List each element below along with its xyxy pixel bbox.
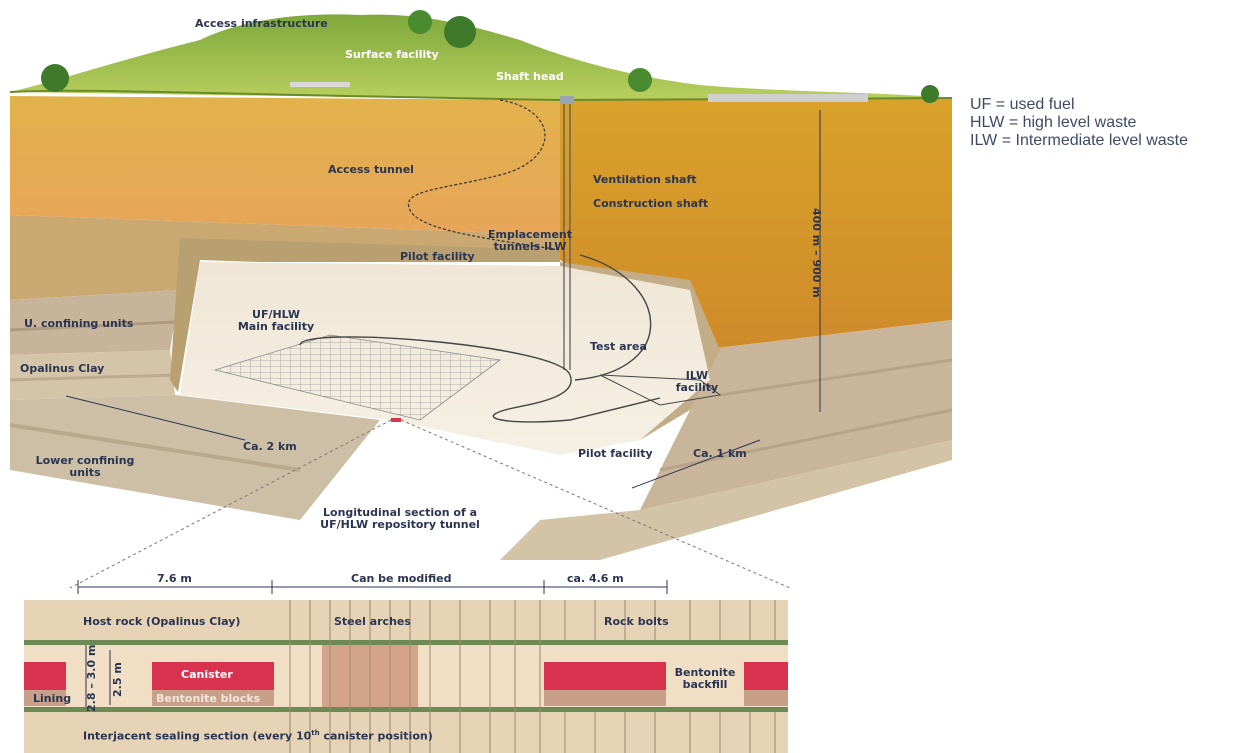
stratum-line [9, 423, 301, 472]
label-dim-2-8-3-0: 2.8 – 3.0 m [85, 644, 98, 712]
pit-left-wall [170, 238, 560, 392]
tunnel-section [24, 600, 788, 753]
left-face-opalinus-layer [10, 350, 175, 400]
label-emplacement-tunnels-ilw: Emplacement tunnels ILW [487, 228, 573, 253]
tree-cluster [444, 16, 476, 48]
label-rock-bolts: Rock bolts [604, 615, 669, 628]
label-dim-can-be-modified: Can be modified [351, 572, 452, 585]
label-uf-hlw-main-facility: UF/HLW Main facility [237, 308, 315, 333]
label-section-title: Longitudinal section of a UF/HLW reposit… [320, 506, 480, 531]
label-ilw-facility: ILW facility [675, 369, 719, 394]
label-construction-shaft: Construction shaft [593, 197, 709, 210]
right-face-lower-layer [500, 440, 952, 560]
tree-cluster [628, 68, 652, 92]
callout-line [69, 419, 392, 589]
label-bentonite-backfill: Bentonite backfill [674, 666, 736, 691]
right-face-rock-layer [640, 320, 952, 510]
left-face-lower-layer [10, 395, 380, 520]
shaft-head [560, 96, 574, 104]
label-lower-confining-units: Lower confining units [35, 454, 135, 479]
surface-edge [9, 89, 953, 102]
tree-cluster [921, 85, 939, 103]
label-host-rock: Host rock (Opalinus Clay) [83, 615, 241, 628]
tree-cluster [408, 10, 432, 34]
label-access-infrastructure: Access infrastructure [195, 17, 328, 30]
label-lining: Lining [33, 692, 72, 705]
label-bentonite-blocks: Bentonite blocks [156, 692, 261, 705]
surface-infrastructure [708, 94, 868, 102]
left-face-tan-layer [10, 215, 560, 300]
label-surface-facility: Surface facility [345, 48, 439, 61]
label-dim-2-5: 2.5 m [111, 662, 124, 697]
label-shaft-head: Shaft head [496, 70, 564, 83]
surface-infrastructure [290, 82, 350, 87]
left-face-confining-layer [10, 290, 180, 355]
tree-cluster [41, 64, 69, 92]
label-dim-4-6: ca. 4.6 m [567, 572, 624, 585]
label-ca-1km: Ca. 1 km [693, 447, 747, 460]
emplacement-tunnel-loop [574, 254, 652, 381]
label-depth: 400 m – 900 m [810, 208, 823, 298]
label-steel-arches: Steel arches [334, 615, 411, 628]
label-ca-2km: Ca. 2 km [243, 440, 297, 453]
stratum-line [659, 408, 953, 472]
dimension-line-1km [631, 439, 761, 489]
callout-line [400, 419, 791, 589]
repository-block-diagram [9, 10, 953, 753]
stratum-line [9, 320, 176, 332]
label-pilot-facility-top: Pilot facility [400, 250, 475, 263]
legend-uf: UF = used fuel [970, 96, 1075, 113]
stratum-line [719, 358, 953, 397]
label-interjacent-sealing: Interjacent sealing section (every 10th … [83, 729, 433, 743]
uf-hlw-main-facility-grid [213, 334, 502, 421]
repository-tunnel-loop [299, 336, 661, 423]
label-canister: Canister [181, 668, 233, 681]
legend-hlw: HLW = high level waste [970, 114, 1137, 131]
label-dim-7-6: 7.6 m [157, 572, 192, 585]
section-marker [391, 418, 401, 422]
dimension-line-2km [65, 395, 246, 441]
label-ventilation-shaft: Ventilation shaft [593, 173, 697, 186]
ilw-facility-tunnels [599, 374, 722, 406]
stratum-line [9, 373, 176, 382]
legend: UF = used fuel HLW = high level waste IL… [970, 96, 1188, 150]
label-pilot-facility-bottom: Pilot facility [578, 447, 653, 460]
label-test-area: Test area [590, 340, 647, 353]
label-access-tunnel: Access tunnel [328, 163, 414, 176]
legend-ilw: ILW = Intermediate level waste [970, 132, 1189, 149]
label-u-confining-units: U. confining units [24, 317, 134, 330]
surface-terrain [10, 14, 952, 100]
left-face-orange-layer [10, 96, 560, 235]
label-opalinus-clay: Opalinus Clay [20, 362, 105, 375]
